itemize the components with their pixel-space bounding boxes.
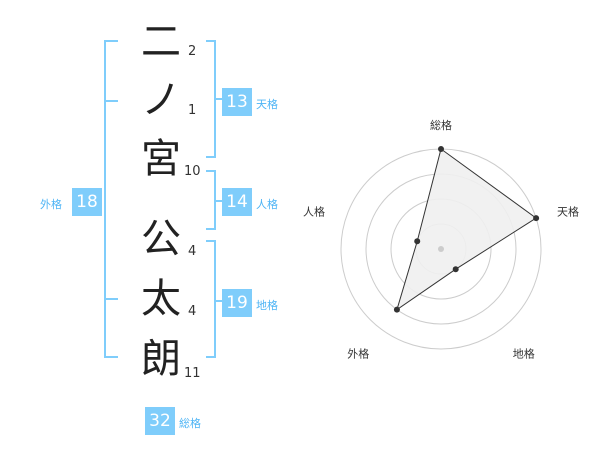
name-char-4: 公 — [141, 216, 181, 262]
jinkaku-label: 人格 — [256, 198, 278, 211]
radar-axis-label-1: 総格 — [430, 118, 452, 132]
radar-axis-label-4: 外格 — [347, 347, 369, 361]
radar-axis-label-3: 地格 — [513, 347, 535, 361]
radar-point-5 — [414, 238, 421, 245]
radar-axis-label-2: 天格 — [557, 204, 579, 218]
radar-point-4 — [393, 306, 400, 313]
tenkaku-label: 天格 — [256, 98, 278, 111]
radar-center-dot — [438, 246, 444, 252]
name-char-6: 朗 — [141, 336, 181, 382]
name-char-1: 二 — [141, 19, 181, 65]
jinkaku-value: 14 — [222, 188, 252, 216]
chikaku-label: 地格 — [256, 299, 278, 312]
gaikaku-label: 外格 — [40, 198, 62, 211]
gaikaku-value: 18 — [72, 188, 102, 216]
stroke-count-1: 2 — [188, 44, 197, 59]
stroke-count-2: 1 — [188, 103, 197, 118]
name-char-5: 太 — [141, 276, 181, 322]
radar-axis-label-5: 人格 — [303, 204, 325, 218]
soukaku-label: 総格 — [179, 417, 201, 430]
tenkaku-value: 13 — [222, 88, 252, 116]
stroke-count-6: 11 — [184, 366, 201, 381]
radar-point-3 — [452, 266, 459, 273]
radar-point-2 — [533, 215, 540, 222]
radar-point-1 — [438, 146, 444, 152]
name-char-2: ノ — [141, 77, 181, 123]
stroke-count-3: 10 — [184, 164, 201, 179]
chikaku-value: 19 — [222, 289, 252, 317]
stroke-count-4: 4 — [188, 244, 197, 259]
name-char-3: 宮 — [141, 136, 181, 182]
soukaku-value: 32 — [145, 407, 175, 435]
stroke-count-5: 4 — [188, 304, 197, 319]
radar-polygon — [396, 148, 537, 311]
